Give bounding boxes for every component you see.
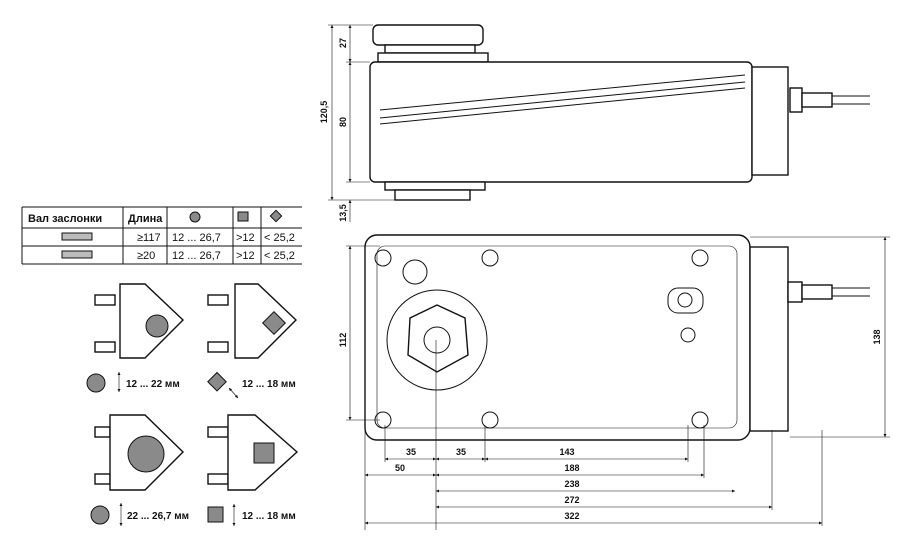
dim-body: 80 [338,117,348,127]
dim-bottom: 13,5 [338,204,348,222]
dim-35-b: 35 [456,447,466,457]
dim-322: 322 [564,511,579,521]
header-length: Длина [128,213,163,225]
clamp-diamond: 12 ... 18 мм [207,283,298,399]
mounting-hole [691,249,709,267]
cell-diamond: < 25,2 [264,232,295,244]
side-dimensions: 120,5 27 80 13,5 [319,24,395,222]
clamp-label: 22 ... 26,7 мм [127,511,189,522]
dim-143: 143 [559,447,574,457]
shaft-table: Вал заслонки Длина ≥117 12 ... 26,7 >12 … [21,206,302,265]
cell-square: >12 [236,250,255,262]
adjust-switch [667,287,704,314]
side-view [369,24,870,201]
long-shaft-icon [61,232,93,241]
cell-length: ≥117 [137,232,161,244]
diamond-shaft-icon [269,209,283,223]
clamp-label: 12 ... 18 мм [242,379,296,390]
front-view [364,234,870,441]
mounting-hole [481,411,499,429]
cell-length: ≥20 [137,250,155,262]
round-shaft-icon [189,211,201,223]
dim-272: 272 [564,495,579,505]
mounting-hole [691,411,709,429]
release-button [402,259,428,285]
dim-35-a: 35 [406,447,416,457]
mounting-hole [481,249,499,267]
cell-diamond: < 25,2 [264,250,295,262]
gear-sector [386,289,488,391]
bottom-gear [394,189,471,201]
shaft-clamp [407,304,469,373]
short-shaft-icon [61,250,93,259]
dim-total-height: 120,5 [319,101,329,124]
dim-height-total: 138 [872,329,882,344]
clamp-round-large: 22 ... 26,7 мм [90,414,189,526]
cell-round: 12 ... 26,7 [172,250,221,262]
mounting-hole [374,249,392,267]
cell-square: >12 [236,232,255,244]
front-dimensions: 112 138 35 35 143 50 188 238 272 322 [338,236,890,530]
cell-round: 12 ... 26,7 [172,232,221,244]
cable-gland [801,92,833,108]
dim-188: 188 [564,463,579,473]
clamp-square: 12 ... 18 мм [207,414,299,526]
clamp-round-small: 12 ... 22 мм [86,283,185,393]
square-shaft-icon [237,211,249,222]
clamp-label: 12 ... 18 мм [242,511,296,522]
dim-50: 50 [395,463,405,473]
top-clamp [372,24,484,46]
connector-housing [751,66,789,176]
connector-block [749,246,789,432]
clamp-label: 12 ... 22 мм [126,379,180,390]
dim-top: 27 [338,38,348,48]
dim-height-inner: 112 [338,333,348,348]
dim-238: 238 [564,479,579,489]
header-shaft: Вал заслонки [28,213,102,225]
